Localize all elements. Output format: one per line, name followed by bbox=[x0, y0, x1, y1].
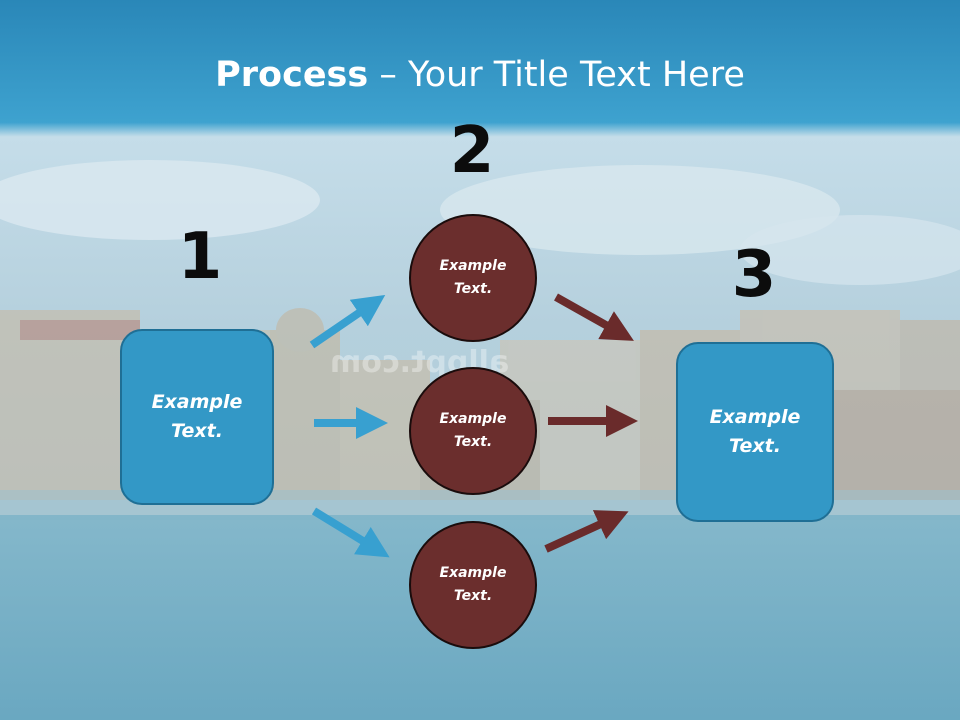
step-number-1: 1 bbox=[177, 220, 223, 294]
circle-middle-text: Example Text. bbox=[439, 411, 507, 450]
circle-bottom[interactable]: Example Text. bbox=[409, 521, 537, 649]
circle-top-text: Example Text. bbox=[439, 258, 507, 297]
circle-bottom-text: Example Text. bbox=[439, 565, 507, 604]
title-rest: – Your Title Text Here bbox=[368, 55, 745, 95]
step-number-3: 3 bbox=[731, 238, 777, 312]
left-box[interactable]: Example Text. bbox=[120, 329, 274, 505]
left-box-text: Example Text. bbox=[151, 391, 243, 442]
right-box[interactable]: Example Text. bbox=[676, 342, 834, 522]
right-box-text: Example Text. bbox=[709, 406, 801, 457]
step-number-2: 2 bbox=[449, 114, 495, 188]
circle-top[interactable]: Example Text. bbox=[409, 214, 537, 342]
slide-title: Process – Your Title Text Here bbox=[0, 52, 960, 98]
circle-middle[interactable]: Example Text. bbox=[409, 367, 537, 495]
title-bold: Process bbox=[215, 55, 369, 95]
